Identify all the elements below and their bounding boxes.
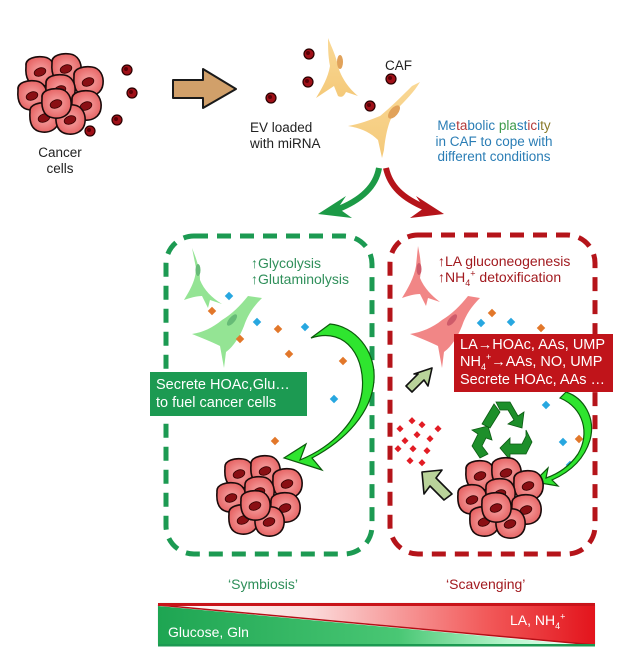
- secrete-fuel-line1: Secrete HOAc,Glu…: [156, 377, 290, 393]
- cancer-cells-label-line1: Cancer: [38, 145, 82, 160]
- nh4-sup: +: [470, 268, 476, 279]
- glycolysis-label: ↑Glycolysis: [251, 255, 322, 271]
- nutrient-gradient-bar: [157, 602, 596, 647]
- ev-vesicle-icon: [302, 76, 314, 88]
- conv-nh4-sup: +: [485, 352, 492, 363]
- scavenging-caption: ‘Scavenging’: [446, 576, 526, 592]
- ev-loaded-label-line1: EV loaded: [250, 120, 313, 135]
- plasticity-letter-group: ta: [456, 118, 468, 133]
- ev-loaded-label: EV loaded with miRNA: [250, 120, 340, 151]
- scavenging-upregulated-list: ↑LA gluconeogenesis ↑NH4+ detoxification: [438, 253, 571, 288]
- symbiosis-fibroblast-icon: [184, 248, 262, 368]
- cancer-cells-label-line2: cells: [46, 160, 74, 176]
- cancer-cell-cluster-icon: [217, 456, 302, 536]
- flow-arrow-right: [532, 391, 593, 487]
- flow-arrow-left: [282, 323, 375, 472]
- split-arrow-green-head: [318, 196, 352, 218]
- la-nh4-pre: LA, NH: [510, 612, 556, 628]
- ev-vesicle-icon: [126, 87, 138, 99]
- secrete-fuel-box: Secrete HOAc,Glu… to fuel cancer cells: [150, 372, 307, 417]
- plasticity-letter-group: i: [537, 118, 541, 133]
- plasticity-letter-group: Me: [437, 118, 457, 133]
- cancer-cell-cluster-icon: [458, 458, 543, 538]
- nh4-post: detoxification: [475, 269, 562, 286]
- plasticity-letter-group: ic: [527, 118, 538, 133]
- glutaminolysis-label: ↑Glutaminolysis: [251, 271, 350, 288]
- nh4-sub: 4: [465, 277, 471, 288]
- ev-vesicle-icon: [84, 125, 96, 137]
- ev-vesicle-icon: [121, 64, 133, 76]
- ev-loaded-label-line2: with miRNA: [250, 135, 321, 151]
- la-gluconeogenesis-label: ↑LA gluconeogenesis: [438, 253, 571, 269]
- plasticity-letter-group: ty: [540, 118, 551, 133]
- transfer-arrow-icon: [172, 68, 237, 109]
- symbiosis-caption: ‘Symbiosis’: [228, 576, 299, 592]
- secrete-fuel-line2: to fuel cancer cells: [156, 395, 277, 412]
- plasticity-label: Metabolic plasticity in CAF to cope with…: [424, 118, 564, 165]
- scavenging-conversion-box: LA→HOAc, AAs, UMP NH4+→AAs, NO, UMP Secr…: [454, 334, 613, 393]
- conversion-line2: NH4+→AAs, NO, UMP: [460, 352, 607, 373]
- uptake-arrow-up: [405, 367, 433, 393]
- recycle-icon: [471, 401, 533, 462]
- conversion-line1: LA→HOAc, AAs, UMP: [460, 337, 606, 353]
- plasticity-letter-group: bo: [467, 118, 483, 133]
- scavenging-fibroblast-icon: [402, 246, 480, 368]
- la-nh4-sub: 4: [555, 620, 561, 631]
- symbiosis-upregulated-list: ↑Glycolysis ↑Glutaminolysis: [251, 255, 349, 287]
- uptake-arrow-left: [421, 469, 453, 501]
- metabolite-dots-left: [207, 291, 310, 446]
- plasticity-label-line2: in CAF to cope with: [435, 133, 553, 149]
- plasticity-label-line1: Metabolic plasticity: [424, 118, 564, 134]
- split-arrow-green: [334, 167, 382, 213]
- symbiosis-panel-border: [163, 233, 375, 557]
- cancer-cell-cluster-icon: [18, 54, 103, 134]
- ev-vesicle-icon: [364, 100, 376, 112]
- la-nh4-sup: +: [560, 611, 566, 622]
- conversion-line3: Secrete HOAc, AAs …: [460, 371, 606, 388]
- conv-nh4-post: →AAs, NO, UMP: [491, 354, 603, 371]
- plasticity-letter-group: lic: [482, 118, 499, 133]
- caf-label: CAF: [385, 58, 412, 73]
- ev-vesicle-icon: [303, 48, 315, 60]
- plasticity-letter-group: pla: [498, 118, 517, 133]
- ev-vesicle-icon: [385, 73, 397, 85]
- conv-nh4-sub: 4: [480, 362, 486, 373]
- nh4-pre: ↑NH: [438, 269, 466, 286]
- plasticity-letter-group: st: [516, 118, 528, 133]
- ev-vesicle-icon: [111, 114, 123, 126]
- ev-vesicle-icon: [265, 92, 277, 104]
- nh4-detoxification-label: ↑NH4+ detoxification: [438, 268, 570, 288]
- split-arrow-red: [383, 167, 428, 211]
- split-arrow-red-head: [410, 196, 444, 218]
- conv-nh4-pre: NH: [460, 354, 481, 371]
- glucose-gln-label: Glucose, Gln: [168, 624, 249, 640]
- la-nh4-label: LA, NH4+: [510, 611, 566, 631]
- scavenging-panel-border: [387, 232, 598, 557]
- plasticity-label-line3: different conditions: [437, 149, 551, 165]
- waste-particles-icon: [394, 417, 442, 467]
- cancer-cells-label: Cancer cells: [30, 145, 90, 176]
- caf-fibroblast-icon: [316, 38, 420, 158]
